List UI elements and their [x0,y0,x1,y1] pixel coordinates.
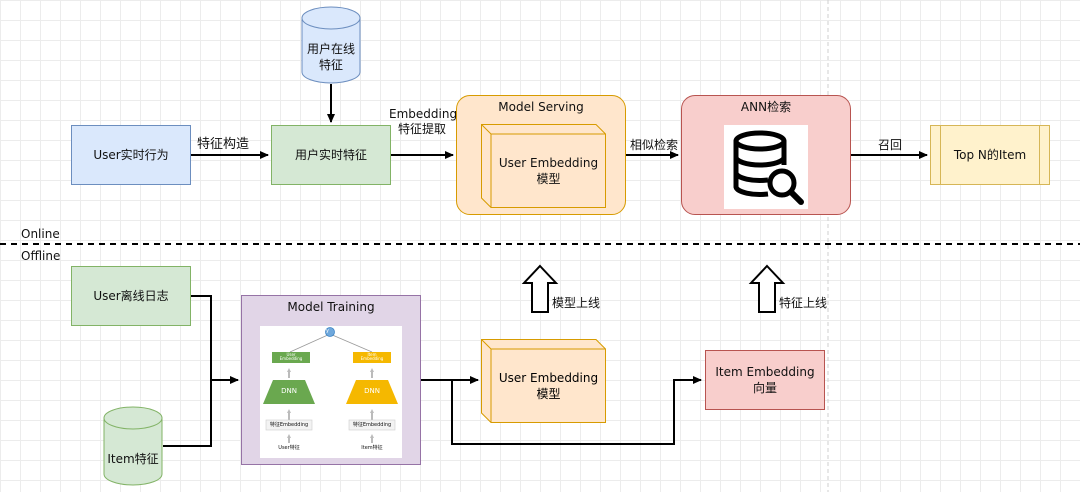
hollow-up-arrow-icon [521,264,559,313]
user-offline-log-box[interactable]: User离线日志 [71,266,191,326]
user-online-feature-cylinder[interactable]: 用户在线 特征 [301,6,361,84]
user-behavior-label: User实时行为 [93,147,169,162]
item-embedding-label-line1: Item Embedding [715,364,815,379]
tower-top-node-label: y [326,328,329,334]
edge-label-embedding-extract: Embedding 特征提取 [389,107,458,137]
user-feature-mini-label: User特征 [278,445,300,451]
cylinder-label-line1: 用户在线 [306,42,355,56]
user-tower-embedding-label: User Embedding [272,352,310,362]
item-embedding-vector-box[interactable]: Item Embedding 向量 [705,350,825,410]
database-search-svg [733,130,804,205]
hollow-up-arrow-icon [748,264,786,313]
process-bar-right [1039,126,1040,184]
feature-embedding-left-label: 特征Embedding [269,422,309,428]
ann-search-container[interactable]: ANN检索 [681,95,851,215]
process-bar-left [940,126,941,184]
user-behavior-box[interactable]: User实时行为 [71,125,191,185]
cube-label-line1: User Embedding [498,370,599,385]
edge-label-model-online: 模型上线 [552,296,601,310]
user-realtime-feature-box[interactable]: 用户实时特征 [271,125,391,185]
edge-item-feature-to-training [163,380,212,447]
edge-log-to-training [191,295,239,384]
tiny-label: Item [367,352,377,357]
item-embedding-label-line2: 向量 [752,381,777,395]
item-feature-cylinder[interactable]: Item特征 [103,406,163,486]
edge-label-line2: 特征提取 [397,122,446,136]
offline-section-label: Offline [21,249,61,263]
ann-title: ANN检索 [740,100,792,114]
model-serving-title: Model Serving [498,100,584,114]
cube-label-line1: User Embedding [498,155,599,170]
user-offline-log-label: User离线日志 [93,288,169,303]
feature-embedding-right-label: 特征Embedding [352,422,392,428]
user-embedding-model-offline-cube[interactable]: User Embedding 模型 [481,339,606,423]
dnn-left-label: DNN [281,387,297,395]
edge-label-similar-search: 相似检索 [630,138,679,152]
tiny-label: User [286,352,296,357]
user-embedding-model-cube[interactable]: User Embedding 模型 [481,124,606,208]
cube-label-line2: 模型 [536,387,561,401]
edge-label-line1: Embedding [389,107,458,121]
cube-label-line2: 模型 [536,172,561,186]
item-feature-mini-label: Item特征 [361,445,383,451]
user-realtime-feature-label: 用户实时特征 [294,147,367,162]
topn-label: Top N的Item [953,147,1027,162]
two-tower-lines [263,327,398,443]
model-serving-container[interactable]: Model Serving User Embedding 模型 [456,95,626,215]
dnn-right-label: DNN [364,387,380,395]
cylinder-shape [103,406,163,486]
cylinder-label-line2: 特征 [318,58,343,73]
edge-label-feature-construct: 特征构造 [197,137,250,152]
edge-training-to-item-vector [451,376,702,445]
model-training-title: Model Training [287,300,375,314]
online-section-label: Online [21,227,60,241]
tiny-label: Embedding [279,356,303,362]
item-feature-label: Item特征 [107,452,159,466]
two-tower-figure: y User Embedding Item Embedding DNN DNN … [260,326,402,458]
cube-shape [481,124,606,208]
model-training-container[interactable]: Model Training y User [241,295,421,465]
database-search-icon [724,125,808,209]
cube-shape [481,339,606,423]
edge-label-feature-online: 特征上线 [779,296,828,310]
topn-item-box[interactable]: Top N的Item [930,125,1050,185]
edge-label-recall: 召回 [878,138,903,152]
tiny-label: Embedding [360,356,384,362]
item-tower-embedding-label: Item Embedding [353,352,391,362]
cylinder-shape [301,6,361,84]
